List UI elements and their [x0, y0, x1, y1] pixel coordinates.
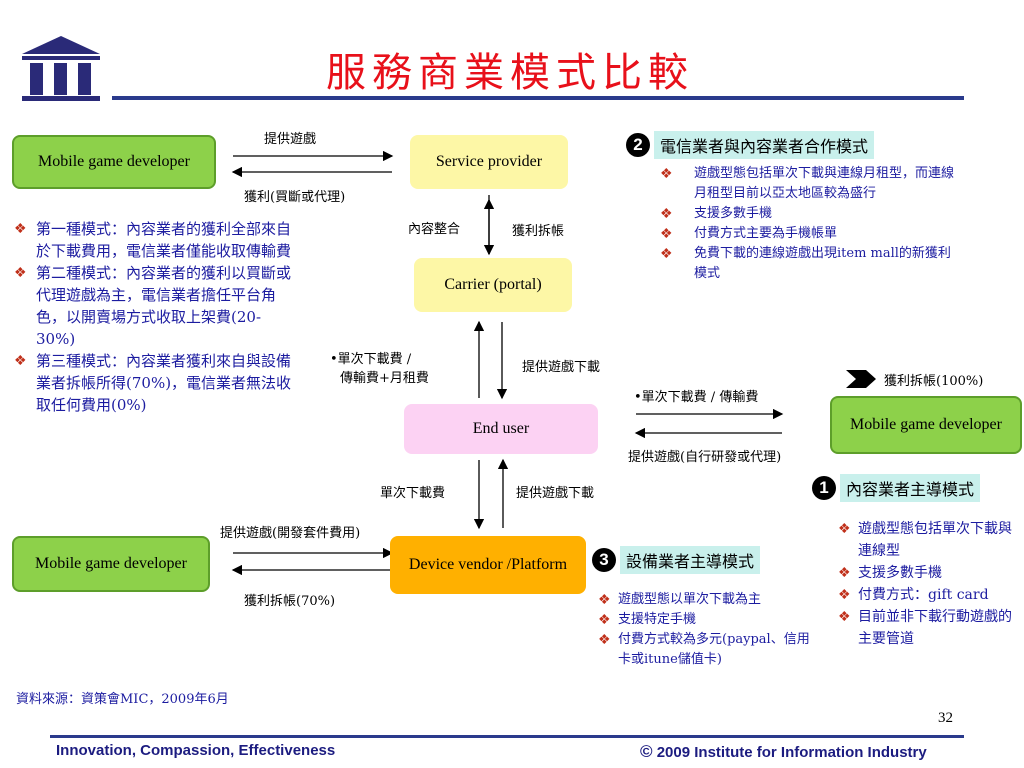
node-device-vendor: Device vendor /Platform [390, 536, 586, 594]
copyright-mark: © [640, 742, 653, 761]
model2-title: 電信業者與內容業者合作模式 [654, 131, 875, 159]
footer-copyright-text: 2009 Institute for Information Industry [656, 744, 927, 761]
label-bottom-provide: 提供遊戲(開發套件費用) [220, 526, 361, 541]
footer-tagline: Innovation, Compassion, Effectiveness [56, 742, 336, 759]
model3-bullet-list: ❖遊戲型態以單次下載為主 ❖支援特定手機 ❖付費方式較為多元(paypal、信用… [598, 590, 820, 670]
model2-header: 2 電信業者與內容業者合作模式 [626, 131, 875, 159]
list-item: ❖付費方式主要為手機帳單 [660, 226, 838, 242]
label-right-fee: •單次下載費 / 傳輸費 [634, 390, 759, 405]
list-item: ❖付費方式較為多元(paypal、信用卡或itune儲值卡) [598, 632, 810, 667]
label-fee-left-2: 傳輸費+月租費 [340, 371, 429, 386]
label-provide-download-1: 提供遊戲下載 [522, 360, 601, 375]
node-service-provider: Service provider [410, 135, 568, 189]
list-item: ❖遊戲型態以單次下載為主 [598, 592, 762, 608]
model2-bullet-list: ❖遊戲型態包括單次下載與連線月租型，而連線月租型目前以亞太地區較為盛行 ❖支援多… [660, 164, 960, 284]
label-provide-download-2: 提供遊戲下載 [516, 486, 595, 501]
list-item: ❖免費下載的連線遊戲出現item mall的新獲利模式 [660, 246, 951, 281]
left-bullet-list: ❖第一種模式：內容業者的獲利全部來自於下載費用，電信業者僅能收取傳輸費 ❖第二種… [14, 218, 298, 416]
model1-number: 1 [812, 476, 836, 500]
node-carrier: Carrier (portal) [414, 258, 572, 312]
source-note: 資料來源：資策會MIC，2009年6月 [16, 692, 229, 707]
node-dev-bottom: Mobile game developer [12, 536, 210, 592]
label-fee-left-1: •單次下載費 / [330, 352, 412, 367]
title-rule [112, 96, 964, 100]
list-item: ❖支援多數手機 [838, 565, 942, 581]
list-item: ❖第三種模式：內容業者獲利來自與設備業者拆帳所得(70%)，電信業者無法收取任何… [14, 352, 292, 414]
list-item: ❖遊戲型態包括單次下載與連線型 [838, 521, 1012, 559]
model3-number: 3 [592, 548, 616, 572]
list-item: ❖第二種模式：內容業者的獲利以買斷或代理遊戲為主，電信業者擔任平台角色，以開賣場… [14, 264, 292, 348]
list-item: ❖支援多數手機 [660, 206, 773, 222]
node-dev-right: Mobile game developer [830, 396, 1022, 454]
model3-header: 3 設備業者主導模式 [592, 546, 761, 574]
node-end-user: End user [404, 404, 598, 454]
model1-header: 1 內容業者主導模式 [812, 474, 981, 502]
model3-title: 設備業者主導模式 [620, 546, 761, 574]
label-bottom-profit: 獲利拆帳(70%) [244, 594, 336, 609]
model2-number: 2 [626, 133, 650, 157]
page-number: 32 [938, 710, 953, 726]
iii-logo [22, 36, 100, 101]
footer-copyright: © 2009 Institute for Information Industr… [640, 742, 927, 762]
footer-rule [50, 735, 964, 738]
list-item: ❖目前並非下載行動遊戲的主要管道 [838, 609, 1012, 647]
label-right-profit: 獲利拆帳(100%) [884, 374, 984, 389]
model1-bullet-list: ❖遊戲型態包括單次下載與連線型 ❖支援多數手機 ❖付費方式：gift card … [838, 518, 1018, 650]
node-dev-top: Mobile game developer [12, 135, 216, 189]
list-item: ❖付費方式：gift card [838, 587, 989, 603]
label-profit-split: 獲利拆帳 [512, 224, 565, 239]
label-top-profit: 獲利(買斷或代理) [244, 190, 346, 205]
label-top-provide: 提供遊戲 [264, 132, 317, 147]
label-single-fee: 單次下載費 [380, 486, 446, 501]
label-right-provide: 提供遊戲(自行研發或代理) [628, 450, 782, 465]
list-item: ❖支援特定手機 [598, 612, 697, 628]
list-item: ❖第一種模式：內容業者的獲利全部來自於下載費用，電信業者僅能收取傳輸費 [14, 220, 292, 260]
label-content-integration: 內容整合 [408, 222, 461, 237]
model1-title: 內容業者主導模式 [840, 474, 981, 502]
chevron-arrow-icon [846, 370, 876, 388]
page-title: 服務商業模式比較 [326, 50, 694, 96]
list-item: ❖遊戲型態包括單次下載與連線月租型，而連線月租型目前以亞太地區較為盛行 [660, 166, 955, 201]
